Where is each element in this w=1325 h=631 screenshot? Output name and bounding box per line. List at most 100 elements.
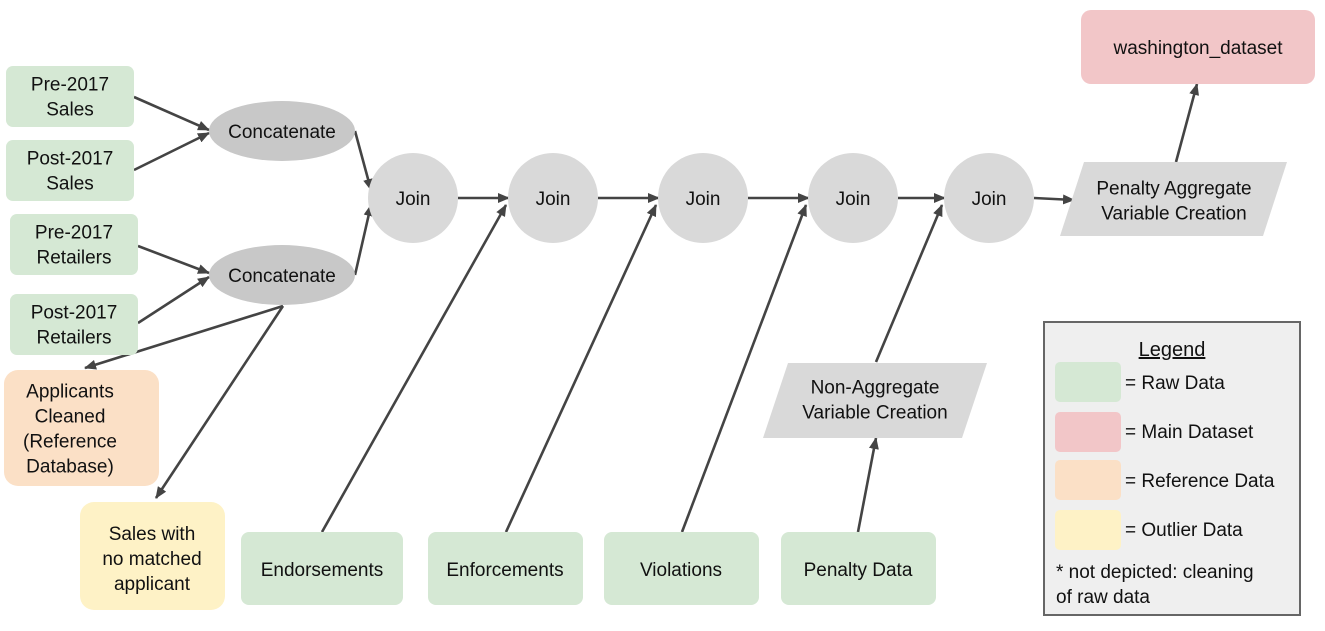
label-line: Join (836, 189, 871, 210)
node-join-5: Join (944, 153, 1034, 243)
legend: Legend = Raw Data = Main Dataset = Refer… (1043, 321, 1301, 616)
label-line: Variable Creation (1101, 204, 1246, 225)
label-line: Retailers (37, 328, 112, 349)
edge-post-retailers-to-concat (137, 275, 210, 325)
edge-enforcements-to-join3 (504, 204, 658, 533)
svg-text:Join: Join (836, 189, 871, 210)
edge-non-aggregate-to-join5 (874, 204, 944, 363)
label-line: Pre-2017 (35, 223, 113, 244)
edge-concat-to-applicants (84, 304, 284, 370)
node-join-2: Join (508, 153, 598, 243)
label-line: Join (536, 189, 571, 210)
svg-text:Penalty Data: Penalty Data (804, 560, 913, 581)
label-line: Violations (640, 560, 722, 581)
node-concatenate-sales: Concatenate (209, 101, 355, 161)
edge-penalty-aggregate-to-washington (1174, 83, 1199, 163)
svg-text:Concatenate: Concatenate (228, 122, 336, 143)
legend-item-reference-data: = Reference Data (1055, 460, 1275, 500)
legend-item-raw-data: = Raw Data (1055, 362, 1225, 402)
label-line: Retailers (37, 248, 112, 269)
edge-concat-retailers-to-join1 (353, 204, 374, 276)
label-line: Penalty Aggregate (1096, 179, 1251, 200)
label-line: Non-Aggregate (811, 378, 940, 399)
label-line: Pre-2017 (31, 75, 109, 96)
edge-endorsements-to-join2 (320, 204, 508, 533)
label-line: Sales (46, 100, 94, 121)
svg-text:washington_dataset: washington_dataset (1112, 38, 1283, 59)
edge-concat-sales-to-join1 (353, 130, 373, 191)
node-violations: Violations (604, 532, 759, 605)
label-line: Sales with (109, 524, 196, 545)
svg-text:= Outlier Data: = Outlier Data (1125, 520, 1243, 541)
label-line: Join (972, 189, 1007, 210)
label-line: Penalty Data (804, 560, 913, 581)
svg-text:= Reference Data: = Reference Data (1125, 471, 1275, 492)
svg-text:Concatenate: Concatenate (228, 266, 336, 287)
node-concatenate-retailers: Concatenate (209, 245, 355, 305)
label-line: Cleaned (35, 407, 106, 428)
label-line: Post-2017 (27, 149, 114, 170)
svg-text:= Main Dataset: = Main Dataset (1125, 422, 1254, 443)
node-enforcements: Enforcements (428, 532, 583, 605)
edge-pre-sales-to-concat (133, 95, 210, 132)
edge-pre-retailers-to-concat (137, 244, 210, 275)
label-line: Enforcements (446, 560, 563, 581)
label-line: Join (396, 189, 431, 210)
label-line: Join (686, 189, 721, 210)
label-line: applicant (114, 574, 191, 595)
legend-title: Legend (1139, 339, 1206, 361)
svg-text:Endorsements: Endorsements (261, 560, 384, 581)
node-join-4: Join (808, 153, 898, 243)
svg-text:Join: Join (972, 189, 1007, 210)
svg-text:Violations: Violations (640, 560, 722, 581)
edge-join5-to-penalty-aggregate (1033, 194, 1075, 205)
node-endorsements: Endorsements (241, 532, 403, 605)
edge-penalty-data-to-non-aggregate (856, 437, 879, 533)
svg-text:Join: Join (536, 189, 571, 210)
node-washington-dataset: washington_dataset (1081, 10, 1315, 84)
node-join-3: Join (658, 153, 748, 243)
label-line: Database) (26, 457, 114, 478)
edge-post-sales-to-concat (133, 131, 210, 172)
edges (84, 83, 1199, 533)
label-line: Concatenate (228, 266, 336, 287)
label-line: Post-2017 (31, 303, 118, 324)
label-line: Variable Creation (802, 403, 947, 424)
svg-text:Join: Join (686, 189, 721, 210)
edge-concat-to-unmatched (154, 305, 285, 499)
legend-note: * not depicted: cleaning of raw data (1056, 562, 1254, 608)
legend-item-main-dataset: = Main Dataset (1055, 412, 1254, 452)
label-line: * not depicted: cleaning (1056, 562, 1254, 583)
legend-item-outlier-data: = Outlier Data (1055, 510, 1243, 550)
label-line: Endorsements (261, 560, 384, 581)
label-line: Applicants (26, 382, 114, 403)
svg-text:Enforcements: Enforcements (446, 560, 563, 581)
node-join-1: Join (368, 153, 458, 243)
label-line: of raw data (1056, 587, 1150, 608)
svg-text:Join: Join (396, 189, 431, 210)
label-line: (Reference (23, 432, 117, 453)
label-line: Sales (46, 174, 94, 195)
label-line: washington_dataset (1112, 38, 1283, 59)
node-sales-unmatched: Sales with no matched applicant (80, 502, 225, 610)
svg-text:= Raw Data: = Raw Data (1125, 373, 1225, 394)
node-penalty-data: Penalty Data (781, 532, 936, 605)
edge-violations-to-join4 (680, 204, 808, 533)
label-line: no matched (102, 549, 201, 570)
